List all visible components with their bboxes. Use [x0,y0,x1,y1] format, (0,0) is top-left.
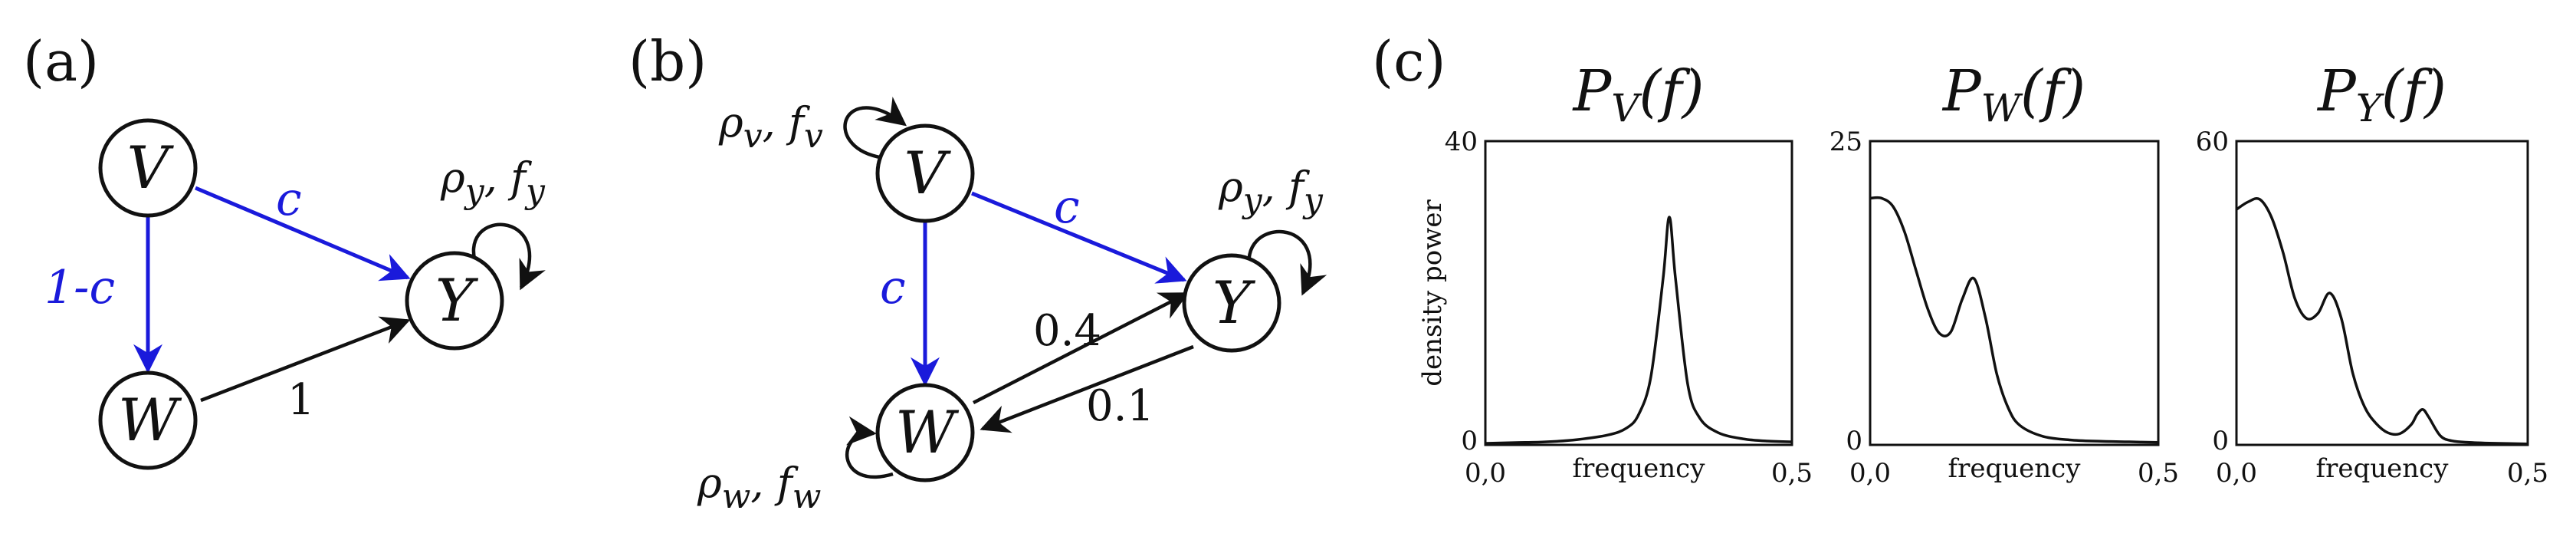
self-loop-b-w [845,416,894,479]
chart-v: PV(f) 40 00,0 0,5 frequency density power [1417,58,1813,489]
y-tick-label: 0 [1461,426,1478,456]
chart-title: PW(f) [1941,58,2085,130]
edge-a-v-w-label: 1-c [44,261,115,314]
node-a-w: W [98,370,198,470]
edge-b-w-y-label: 0.4 [1033,306,1101,356]
edge-b-y-w [980,344,1194,433]
x-axis-label: frequency [1573,453,1706,484]
y-tick-label: 40 [1445,127,1478,157]
chart-frame [1484,140,1793,446]
panel-b-label: (b) [628,29,707,94]
svg-text:W: W [895,398,960,466]
chart-y: PY(f) 60 00,0 0,5 frequency [2196,58,2548,489]
edge-b-w-y [972,291,1190,405]
x-tick-label: 0,0 [1465,458,1506,489]
y-tick-label: 0 [1846,426,1862,456]
panel-b: (b) V W Y c c 0.4 0.1 ρv, fv ρy, fy ρw, … [628,29,1327,516]
self-loop-b-v [843,97,907,160]
node-a-v: V [98,118,198,218]
svg-text:V: V [127,133,175,202]
chart-frame [2235,140,2529,446]
x-tick-label: 0,5 [1771,458,1813,489]
node-b-w: W [875,383,975,482]
chart-title: PV(f) [1571,58,1704,130]
panel-c-label: (c) [1372,29,1446,94]
edge-b-v-w-label: c [880,261,906,314]
node-a-y: Y [405,251,504,351]
svg-text:W: W [118,386,182,454]
x-tick-label: 0,0 [2216,458,2257,489]
chart-title: PY(f) [2316,58,2446,130]
chart-w: PW(f) 25 00,0 0,5 frequency [1829,58,2179,489]
edge-b-y-w-label: 0.1 [1086,381,1154,431]
series-line [1869,196,2159,444]
x-tick-label: 0,5 [2507,458,2548,489]
self-loop-b-y [1247,229,1327,296]
edge-a-w-y-label: 1 [287,375,315,425]
y-tick-label: 60 [2196,127,2229,157]
edge-a-v-y [195,186,411,282]
edge-b-v-y-label: c [1054,180,1080,234]
node-b-y: Y [1182,253,1281,353]
svg-text:Y: Y [1213,268,1256,337]
edge-a-w-y [200,316,411,403]
x-tick-label: 0,5 [2138,458,2179,489]
panel-a: (a) V W Y c 1-c 1 ρy, fy [23,29,546,470]
edge-b-v-y [971,191,1187,284]
x-tick-label: 0,0 [1849,458,1891,489]
svg-text:Y: Y [435,266,479,334]
self-loop-a-y-label: ρy, fy [440,153,546,211]
x-axis-label: frequency [1948,453,2082,484]
x-axis-label: frequency [2316,453,2450,484]
edge-a-v-y-label: c [276,173,302,226]
self-loop-b-y-label: ρy, fy [1218,163,1324,220]
y-tick-label: 25 [1829,127,1862,157]
self-loop-b-v-label: ρv, fv [718,98,823,156]
y-tick-label: 0 [2212,426,2229,456]
self-loop-a-y [471,222,546,291]
series-line [2235,196,2528,446]
panel-a-label: (a) [23,29,99,94]
svg-text:V: V [904,139,952,207]
self-loop-b-w-label: ρw, fw [697,459,821,516]
series-line [1485,216,1793,445]
y-axis-label: density power [1417,199,1448,387]
chart-frame [1869,140,2160,446]
node-b-v: V [875,123,975,223]
